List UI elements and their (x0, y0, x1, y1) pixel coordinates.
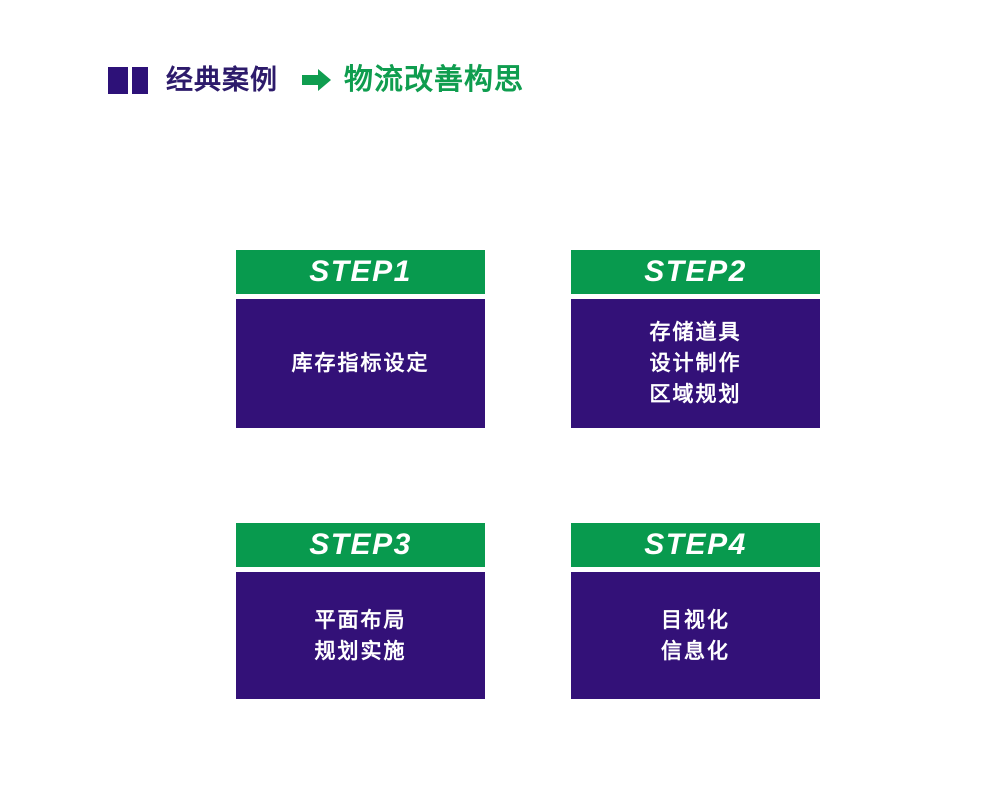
double-square-icon-right (132, 66, 148, 94)
step-card-2: STEP2 存储道具 设计制作 区域规划 (571, 250, 820, 428)
step-card-1-divider (236, 294, 485, 299)
step-card-1-body: 库存指标设定 (236, 299, 485, 428)
step-card-4-header: STEP4 (571, 523, 820, 567)
step-card-3: STEP3 平面布局 规划实施 (236, 523, 485, 699)
step-card-2-header-label: STEP2 (644, 255, 747, 288)
step-card-4-body-line: 目视化 (661, 608, 730, 632)
step-card-2-header: STEP2 (571, 250, 820, 294)
step-card-4-body: 目视化 信息化 (571, 572, 820, 699)
step-card-3-header-label: STEP3 (309, 528, 412, 561)
step-card-2-body-line: 区域规划 (649, 383, 742, 406)
right-arrow-icon (302, 68, 332, 92)
step-card-2-body: 存储道具 设计制作 区域规划 (571, 299, 820, 428)
step-card-2-body-line: 存储道具 (649, 321, 742, 344)
step-card-2-divider (571, 294, 820, 299)
header-title-right: 物流改善构思 (344, 63, 525, 96)
step-card-3-divider (236, 567, 485, 572)
step-card-1-header-label: STEP1 (309, 255, 412, 288)
step-card-4-header-label: STEP4 (644, 528, 747, 561)
step-card-1-body-line: 库存指标设定 (291, 352, 430, 375)
step-card-4: STEP4 目视化 信息化 (571, 523, 820, 699)
header-title-left: 经典案例 (166, 64, 278, 95)
double-square-icon-left (108, 66, 128, 94)
step-card-3-body: 平面布局 规划实施 (236, 572, 485, 699)
step-card-3-body-line: 平面布局 (314, 608, 407, 632)
double-square-icon (108, 66, 148, 94)
slide-header: 经典案例 物流改善构思 (108, 56, 524, 104)
step-card-3-body-line: 规划实施 (314, 639, 407, 663)
steps-grid: STEP1 库存指标设定 STEP2 存储道具 设计制作 区域规划 STEP3 … (236, 250, 820, 699)
step-card-4-body-line: 信息化 (661, 639, 730, 663)
step-card-4-divider (571, 567, 820, 572)
step-card-3-header: STEP3 (236, 523, 485, 567)
step-card-2-body-line: 设计制作 (649, 352, 742, 375)
step-card-1-header: STEP1 (236, 250, 485, 294)
step-card-1: STEP1 库存指标设定 (236, 250, 485, 428)
